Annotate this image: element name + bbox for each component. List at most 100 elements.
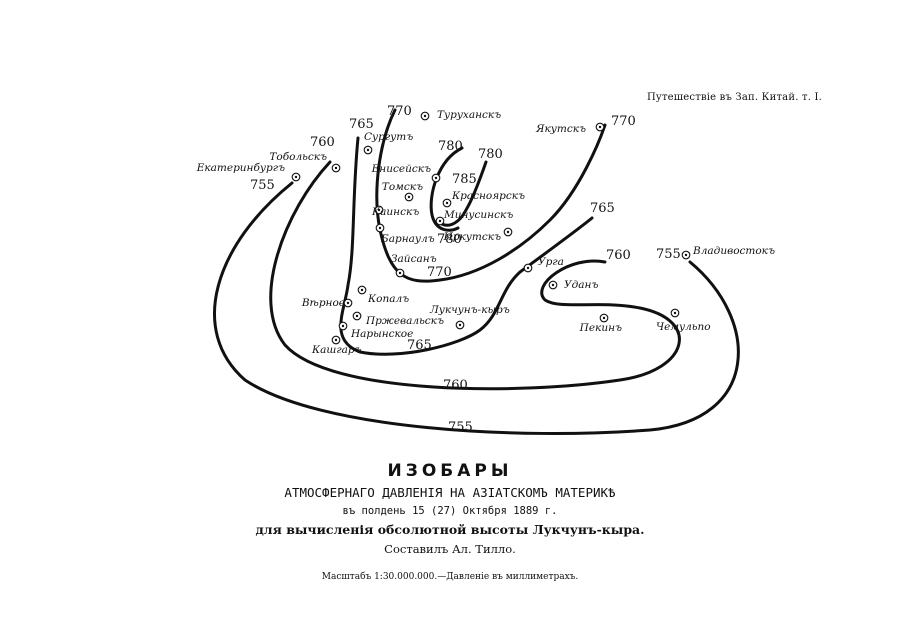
city-label-vladivostok: Владивостокъ — [692, 245, 775, 257]
city-marker-dot — [355, 314, 359, 318]
city-kainsk: Каинскъ — [371, 205, 419, 218]
city-marker-dot — [378, 226, 382, 230]
isobar-label-770-south: 770 — [427, 265, 452, 280]
city-label-udan: Уданъ — [564, 279, 598, 291]
city-vernoe: Вѣрное — [301, 297, 353, 309]
isobar-765-outer — [339, 136, 594, 356]
city-label-peking: Пекинъ — [579, 322, 622, 334]
city-label-surgut: Сургутъ — [364, 131, 413, 143]
city-label-kashgar: Кашгаръ — [311, 344, 362, 356]
city-marker-dot — [360, 288, 364, 292]
city-yakutsk: Якутскъ — [535, 122, 605, 135]
city-label-tobolsk: Тобольскъ — [269, 151, 327, 163]
city-vladivostok: Владивостокъ — [681, 245, 775, 260]
city-zaisan: Зайсанъ — [391, 253, 437, 278]
isobar-780-left — [429, 146, 464, 232]
city-label-ekaterinburg: Екатеринбургъ — [196, 162, 285, 174]
city-label-irkutsk: Иркутскъ — [443, 231, 501, 243]
city-marker-dot — [438, 219, 442, 223]
city-marker-dot — [407, 195, 411, 199]
city-lukchun: Лукчунъ-кыръ — [429, 304, 510, 330]
isobar-770-outer — [375, 108, 607, 283]
isobar-label-765-east: 765 — [590, 201, 615, 216]
isobar-label-765-south: 765 — [407, 338, 432, 353]
city-peking: Пекинъ — [579, 313, 622, 334]
isobar-755-outer — [213, 181, 740, 435]
map-purpose: для вычисленія обсолютной высоты Лукчунъ… — [255, 522, 645, 537]
city-krasnoyarsk: Красноярскъ — [442, 190, 525, 208]
city-udan: Уданъ — [548, 279, 598, 291]
isobar-label-780-b: 780 — [478, 147, 503, 162]
isobar-760-outer — [269, 160, 681, 391]
isobar-label-765-north: 765 — [349, 117, 374, 132]
city-urga: Урга — [523, 256, 564, 273]
observation-date: въ полдень 15 (27) Октября 1889 г. — [342, 505, 558, 517]
city-marker-dot — [377, 208, 381, 212]
map-subtitle: АТМОСФЕРНАГО ДАВЛЕНІЯ НА АЗІАТСКОМЪ МАТЕ… — [284, 485, 616, 500]
city-marker-dot — [423, 114, 427, 118]
city-tobolsk: Тобольскъ — [269, 151, 341, 173]
city-label-vernoe: Вѣрное — [301, 297, 345, 309]
city-ekaterinburg: Екатеринбургъ — [196, 162, 301, 182]
isobar-label-755-east: 755 — [656, 247, 681, 262]
city-marker-dot — [366, 148, 370, 152]
city-label-minusinsk: Минусинскъ — [443, 209, 513, 221]
city-surgut: Сургутъ — [363, 131, 413, 155]
city-marker-dot — [334, 338, 338, 342]
city-marker-dot — [346, 301, 350, 305]
city-marker-dot — [341, 324, 345, 328]
city-marker-dot — [673, 311, 677, 315]
city-label-zaisan: Зайсанъ — [391, 253, 437, 265]
city-irkutsk: Иркутскъ — [443, 227, 513, 243]
isobar-label-785: 785 — [452, 172, 477, 187]
city-marker-dot — [294, 175, 298, 179]
city-marker-dot — [398, 271, 402, 275]
city-marker-dot — [526, 266, 530, 270]
city-label-yeniseisk: Енисейскъ — [371, 163, 431, 175]
city-label-naryn: Нарынское — [350, 328, 413, 340]
scale-and-units: Масштабъ 1:30.000.000.—Давленіе въ милли… — [321, 572, 579, 582]
city-kopal: Копалъ — [357, 285, 409, 305]
city-marker-dot — [506, 230, 510, 234]
city-marker-dot — [458, 323, 462, 327]
series-note: Путешествіе въ Зап. Китай. т. I. — [646, 92, 822, 103]
isobar-label-755-south: 755 — [448, 420, 473, 435]
city-naryn: Нарынское — [338, 321, 413, 340]
city-marker-dot — [598, 125, 602, 129]
city-label-yakutsk: Якутскъ — [535, 123, 586, 135]
isobar-label-760-south: 760 — [443, 378, 468, 393]
city-yeniseisk: Енисейскъ — [371, 163, 441, 183]
isobar-label-780-c: 780 — [437, 232, 462, 247]
isobar-label-780-a: 780 — [438, 139, 463, 154]
city-marker-dot — [434, 176, 438, 180]
city-kashgar: Кашгаръ — [311, 335, 362, 356]
city-label-chemulpo: Чемульпо — [656, 321, 711, 333]
isobar-label-760-east: 760 — [606, 248, 631, 263]
city-label-lukchun: Лукчунъ-кыръ — [429, 304, 510, 316]
city-marker-dot — [684, 253, 688, 257]
isobar-label-770-east: 770 — [611, 114, 636, 129]
isobar-label-760-west: 760 — [310, 135, 335, 150]
city-label-krasnoyarsk: Красноярскъ — [451, 190, 525, 202]
city-tomsk: Томскъ — [382, 181, 423, 202]
city-turukhansk: Туруханскъ — [420, 109, 501, 121]
city-marker-dot — [602, 316, 606, 320]
city-label-kopal: Копалъ — [367, 293, 409, 305]
isobar-label-755-west: 755 — [250, 178, 275, 193]
city-label-kainsk: Каинскъ — [371, 206, 419, 218]
isobar-lines — [213, 108, 740, 435]
city-label-turukhansk: Туруханскъ — [437, 109, 501, 121]
city-markers: ТуруханскъЯкутскъСургутъТобольскъЕкатери… — [196, 109, 775, 356]
isobar-780-right — [440, 160, 488, 227]
city-label-barnaul: Барнаулъ — [380, 233, 435, 245]
city-marker-dot — [551, 283, 555, 287]
city-marker-dot — [445, 201, 449, 205]
city-label-urga: Урга — [538, 256, 564, 268]
city-przhevalsk: Пржевальскъ — [352, 311, 444, 327]
map-title: ИЗОБАРЫ — [387, 461, 513, 481]
isobar-label-770-north: 770 — [387, 104, 412, 119]
city-label-przhevalsk: Пржевальскъ — [365, 315, 444, 327]
